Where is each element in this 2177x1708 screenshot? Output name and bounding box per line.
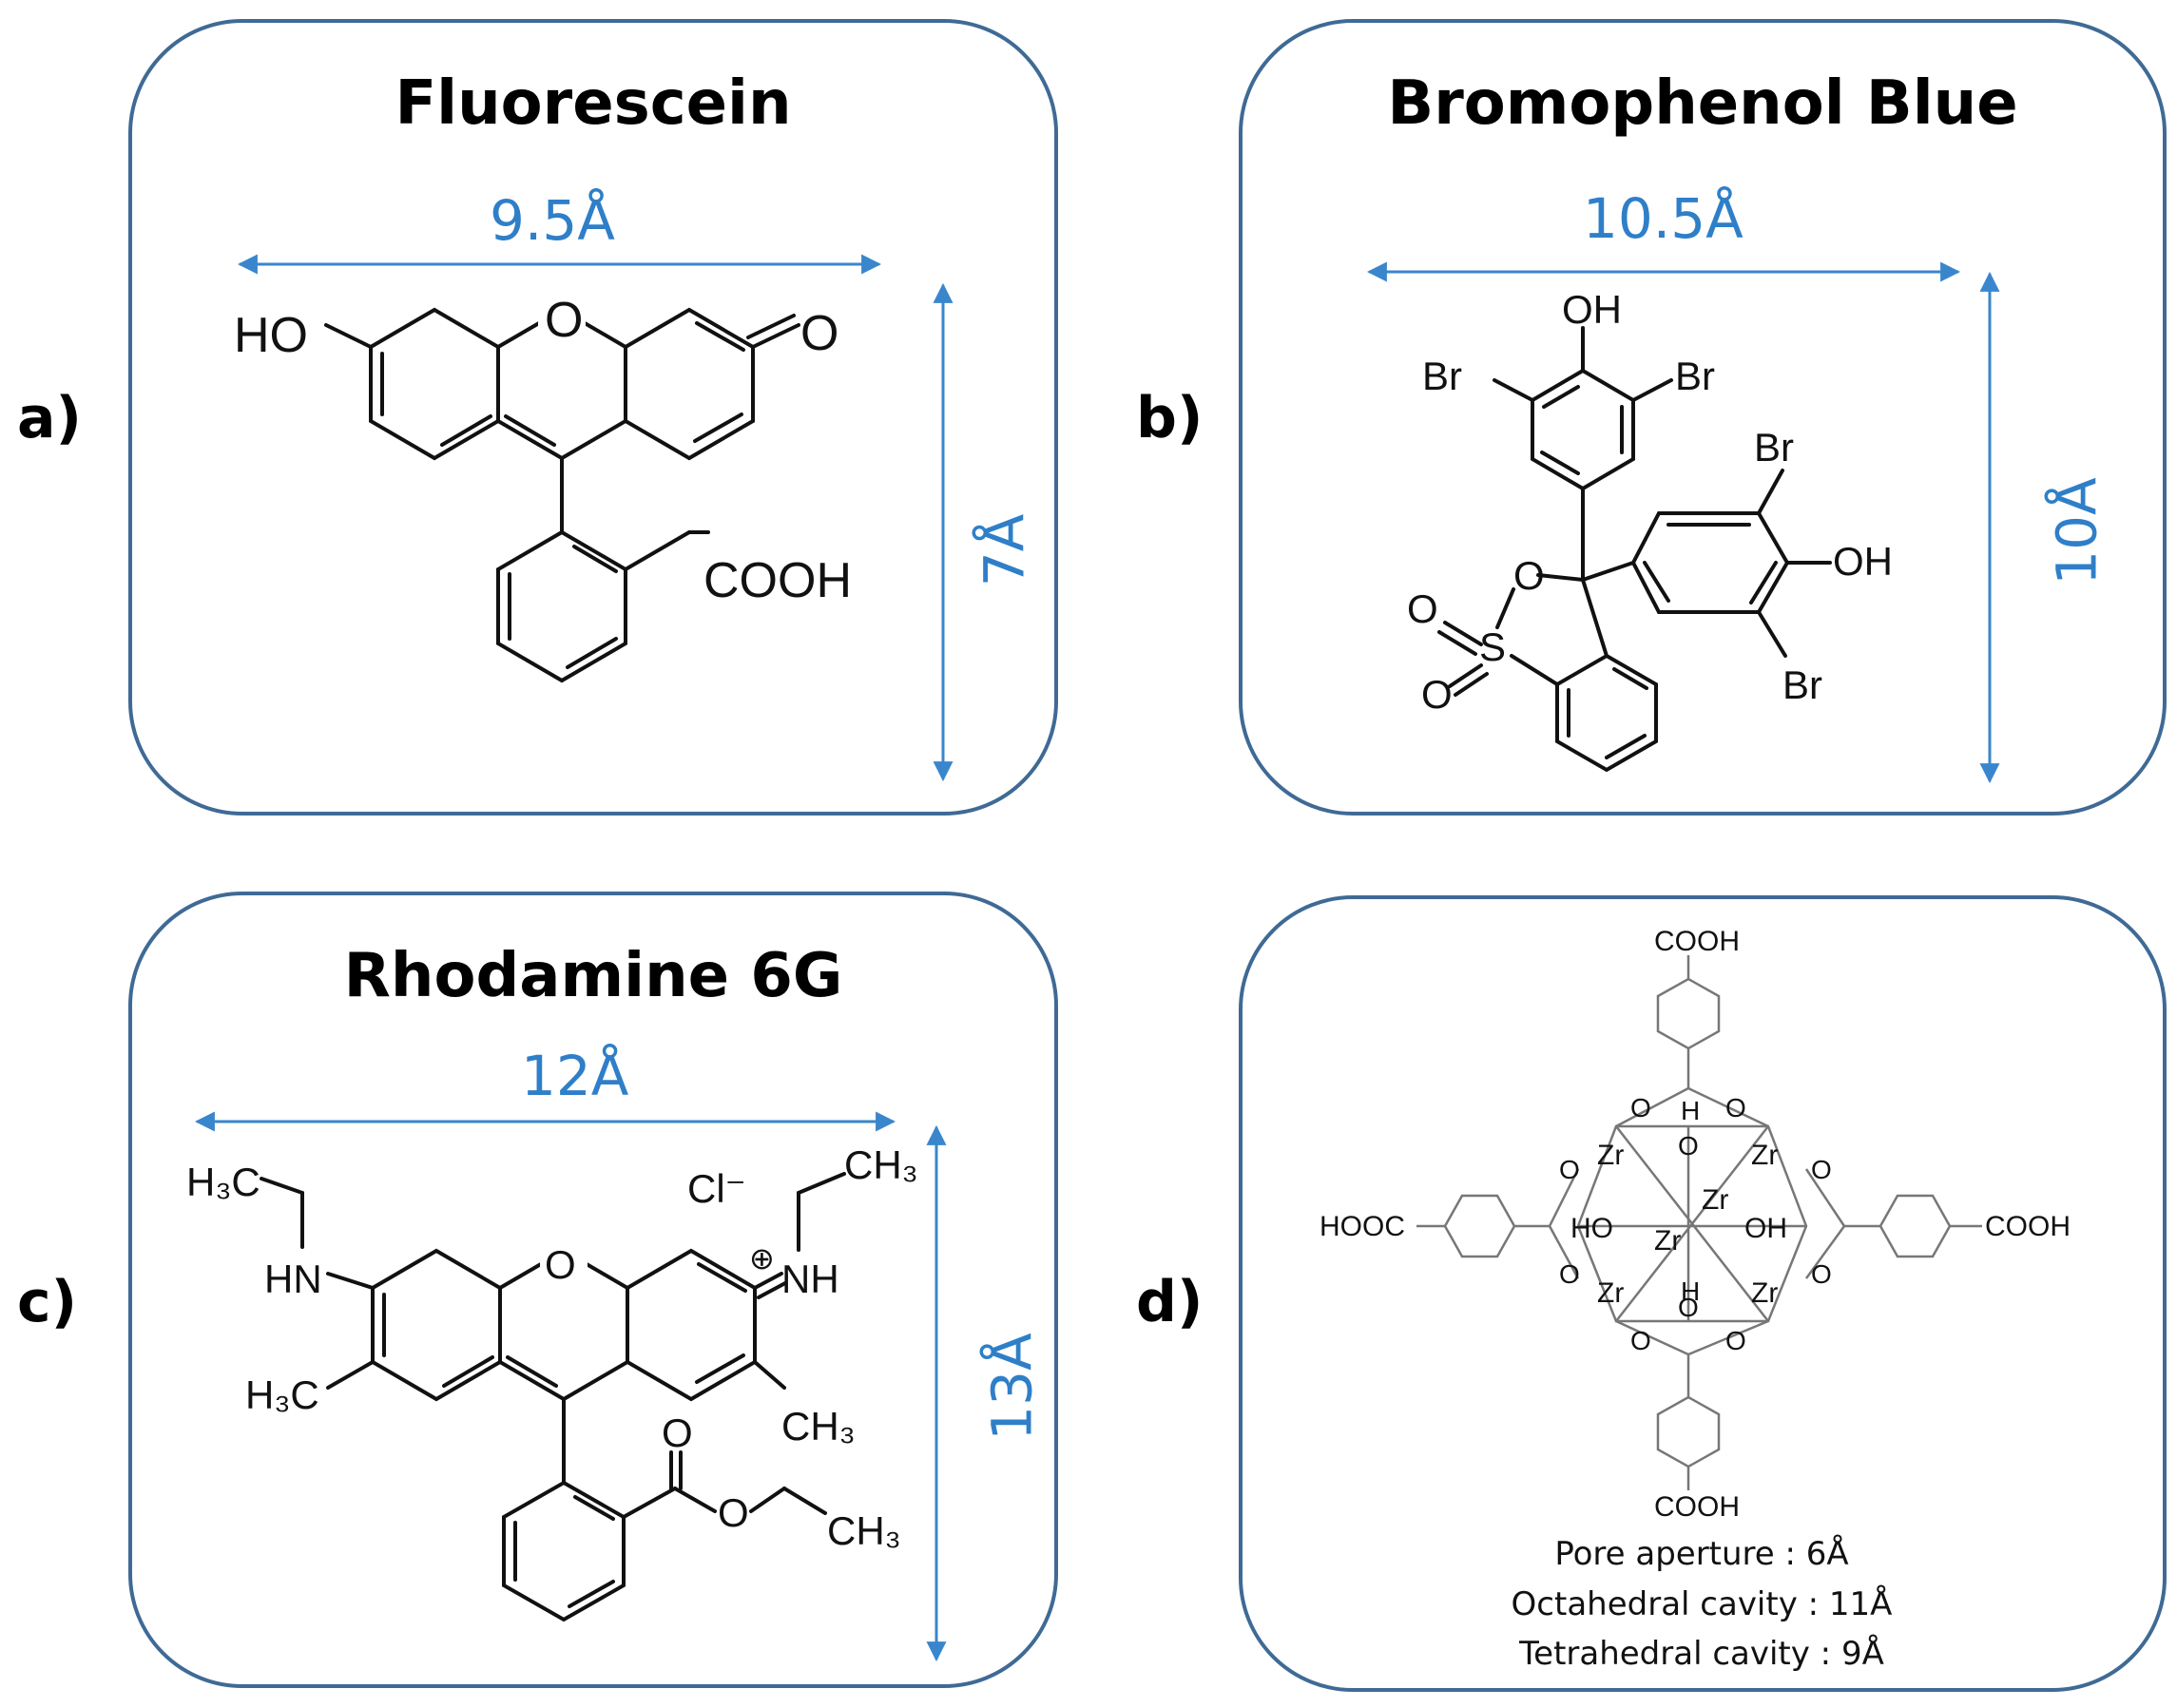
cluster-hooc-left: HOOC bbox=[1320, 1211, 1405, 1242]
cluster-o-3: O bbox=[1678, 1131, 1699, 1161]
rhodamine-h3c-top: H₃C bbox=[186, 1160, 260, 1204]
cluster-h-top: H bbox=[1681, 1096, 1700, 1125]
cluster-zr-3: Zr bbox=[1702, 1184, 1728, 1216]
panel-b-frame bbox=[1239, 19, 2167, 816]
rhodamine-ring-oxygen: O bbox=[545, 1242, 576, 1287]
cluster-o-4: O bbox=[1559, 1155, 1580, 1184]
bromophenol-width-label: 10.5Å bbox=[1583, 186, 1744, 251]
fluorescein-ho-label: HO bbox=[234, 308, 308, 363]
bromophenol-oxygen-1: O bbox=[1407, 586, 1438, 631]
panel-d-frame bbox=[1239, 895, 2167, 1692]
tetrahedral-cavity-text: Tetrahedral cavity : 9Å bbox=[1519, 1635, 1884, 1673]
cluster-o-1: O bbox=[1630, 1093, 1651, 1123]
panel-c-frame bbox=[128, 892, 1058, 1688]
octahedral-cavity-text: Octahedral cavity : 11Å bbox=[1511, 1585, 1893, 1623]
cluster-cooh-right: COOH bbox=[1985, 1211, 2071, 1242]
rhodamine-width-label: 12Å bbox=[521, 1044, 629, 1108]
bromophenol-oxygen-2: O bbox=[1421, 672, 1453, 717]
bromophenol-br-3: Br bbox=[1754, 425, 1794, 470]
cluster-zr-2: Zr bbox=[1751, 1140, 1778, 1171]
cluster-o-8: O bbox=[1678, 1293, 1699, 1322]
rhodamine-h3c-bottom: H₃C bbox=[245, 1372, 319, 1417]
rhodamine-hn-label: HN bbox=[264, 1257, 322, 1301]
cluster-zr-1: Zr bbox=[1597, 1140, 1624, 1171]
cluster-o-5: O bbox=[1811, 1155, 1832, 1184]
cluster-o-9: O bbox=[1630, 1326, 1651, 1355]
bromophenol-blue-title: Bromophenol Blue bbox=[1387, 68, 2018, 139]
cluster-zr-4: Zr bbox=[1654, 1225, 1681, 1257]
bromophenol-ring-oxygen: O bbox=[1513, 553, 1545, 598]
panel-d-letter: d) bbox=[1136, 1269, 1204, 1335]
rhodamine-ch3-right: CH₃ bbox=[781, 1404, 856, 1449]
panel-a-letter: a) bbox=[17, 385, 82, 451]
rhodamine-ester-oxygen: O bbox=[718, 1490, 749, 1535]
bromophenol-sulfur: S bbox=[1479, 624, 1506, 669]
cluster-o-2: O bbox=[1725, 1093, 1746, 1123]
rhodamine-carbonyl-oxygen: O bbox=[662, 1411, 693, 1455]
pore-aperture-text: Pore aperture : 6Å bbox=[1554, 1535, 1849, 1573]
cluster-ho: HO bbox=[1570, 1213, 1613, 1244]
cluster-o-7: O bbox=[1811, 1259, 1832, 1289]
bromophenol-right-oh: OH bbox=[1833, 539, 1893, 584]
cluster-zr-5: Zr bbox=[1597, 1277, 1624, 1309]
panel-c-letter: c) bbox=[17, 1269, 77, 1335]
fluorescein-ring-oxygen: O bbox=[545, 293, 583, 348]
cluster-h-bottom: H bbox=[1681, 1276, 1700, 1306]
rhodamine-ch3-top: CH₃ bbox=[844, 1142, 918, 1187]
panel-b-letter: b) bbox=[1136, 385, 1204, 451]
rhodamine-6g-title: Rhodamine 6G bbox=[343, 941, 843, 1011]
bromophenol-top-oh: OH bbox=[1562, 287, 1622, 332]
rhodamine-ch3-ester: CH₃ bbox=[827, 1508, 901, 1553]
fluorescein-title: Fluorescein bbox=[395, 68, 792, 139]
cluster-o-6: O bbox=[1559, 1259, 1580, 1289]
cluster-o-10: O bbox=[1725, 1326, 1746, 1355]
bromophenol-br-2: Br bbox=[1675, 354, 1715, 398]
rhodamine-positive-charge: ⊕ bbox=[749, 1241, 775, 1276]
cluster-oh: OH bbox=[1744, 1213, 1787, 1244]
cluster-cooh-bottom: COOH bbox=[1654, 1491, 1740, 1523]
panel-a-frame bbox=[128, 19, 1058, 816]
bromophenol-br-1: Br bbox=[1422, 354, 1462, 398]
bromophenol-br-4: Br bbox=[1782, 662, 1822, 707]
cluster-cooh-top: COOH bbox=[1654, 926, 1740, 957]
fluorescein-width-label: 9.5Å bbox=[490, 188, 615, 253]
cluster-zr-6: Zr bbox=[1751, 1277, 1778, 1309]
rhodamine-chloride: Cl⁻ bbox=[687, 1166, 746, 1211]
fluorescein-keto-oxygen: O bbox=[800, 306, 838, 361]
rhodamine-nh-label: NH bbox=[781, 1257, 839, 1301]
fluorescein-cooh-label: COOH bbox=[703, 553, 852, 608]
